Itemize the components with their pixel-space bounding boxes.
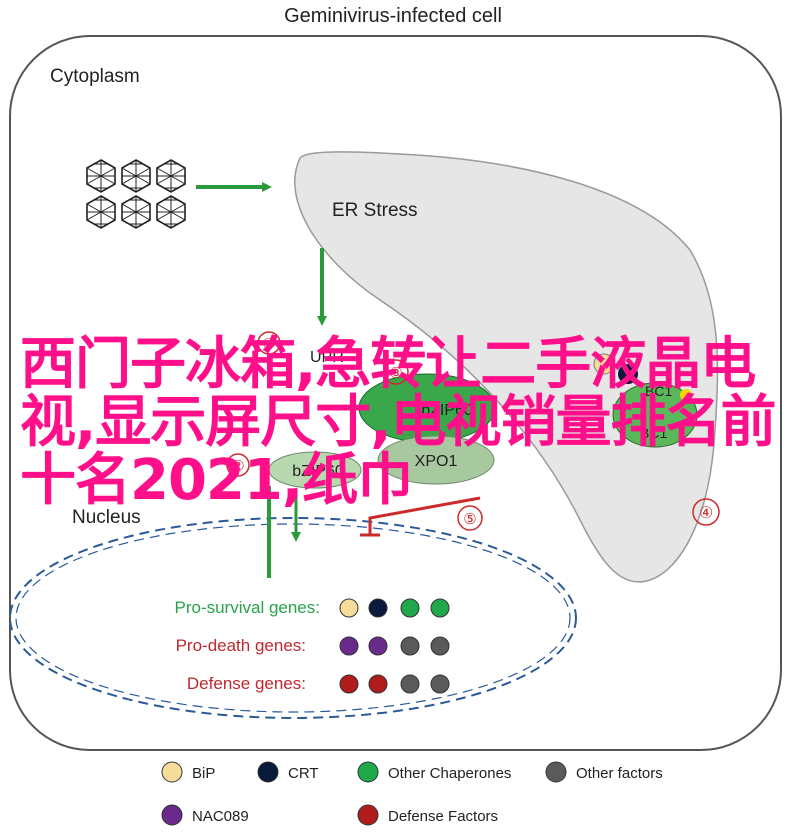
- nuclear-envelope: [9, 517, 577, 719]
- legend-swatch: [545, 761, 567, 783]
- gene-dot: [368, 674, 388, 694]
- er-stress-label: ER Stress: [332, 200, 418, 221]
- gene-group-survival: Pro-survival genes:: [174, 598, 450, 618]
- gene-dot: [430, 598, 450, 618]
- legend-item: Other Chaperones: [357, 761, 511, 783]
- legend-item: Other factors: [545, 761, 663, 783]
- gene-group-death: Pro-death genes:: [176, 636, 450, 656]
- bc1-marker-dot: [680, 389, 692, 401]
- step-5-label: ⑤: [463, 511, 476, 528]
- bc1-label: BC1: [645, 383, 672, 399]
- cytoplasm-label: Cytoplasm: [50, 66, 140, 87]
- step-4-marker: [692, 498, 720, 526]
- step-3-label: ③: [389, 365, 402, 382]
- bip-dot: [593, 353, 615, 375]
- bzip60-top-label: bZIP60: [421, 402, 473, 419]
- step-3-marker: [383, 359, 409, 385]
- gene-dot: [339, 598, 359, 618]
- legend-swatch: [161, 804, 183, 826]
- gene-group-label: Pro-death genes:: [176, 636, 306, 655]
- legend-item: NAC089: [161, 804, 249, 826]
- legend-item: BiP: [161, 761, 215, 783]
- step-1-label: ①: [262, 336, 275, 353]
- gene-dot: [430, 674, 450, 694]
- legend-swatch: [257, 761, 279, 783]
- gene-dot: [339, 674, 359, 694]
- bzip60-label: bZIP60: [292, 463, 344, 480]
- upr-label: UPR: [310, 349, 344, 366]
- step-2-marker: [226, 453, 250, 477]
- nuclear-envelope-inner: [15, 523, 571, 713]
- legend-label: CRT: [288, 765, 319, 782]
- legend-swatch: [161, 761, 183, 783]
- step-5-marker: [457, 505, 483, 531]
- xpo1-protein: [377, 435, 495, 485]
- gene-dot: [400, 598, 420, 618]
- diagram-title: Geminivirus-infected cell: [284, 5, 502, 27]
- gene-group-label: Pro-survival genes:: [174, 598, 320, 617]
- gene-dot: [368, 598, 388, 618]
- legend-swatch: [357, 804, 379, 826]
- nucleus-label: Nucleus: [72, 507, 141, 528]
- legend-swatch: [357, 761, 379, 783]
- gene-dot: [400, 636, 420, 656]
- legend-item: Defense Factors: [357, 804, 498, 826]
- legend-label: NAC089: [192, 808, 249, 825]
- legend-label: BiP: [192, 765, 215, 782]
- gene-dot: [368, 636, 388, 656]
- step-4-label: ④: [699, 505, 713, 522]
- bc1-complex: [612, 382, 698, 448]
- gene-group-defense: Defense genes:: [187, 674, 450, 694]
- gene-dot: [339, 636, 359, 656]
- overlay-watermark-text: 西门子冰箱,急转让二手液晶电视,显示屏尺寸,电视销量排名前十名2021,纸巾: [20, 332, 777, 513]
- legend-label: Defense Factors: [388, 808, 498, 825]
- legend: BiP CRT Other Chaperones Other factors N…: [161, 761, 663, 826]
- bc1-low-label: BC1: [640, 425, 667, 441]
- legend-label: Other Chaperones: [388, 765, 511, 782]
- gene-dot: [430, 636, 450, 656]
- legend-item: CRT: [257, 761, 319, 783]
- inhibition-line: [368, 496, 481, 535]
- bzip60-protein: [268, 451, 362, 489]
- er-organelle: [294, 151, 719, 583]
- step-1-marker: [257, 331, 281, 355]
- crt-dot: [618, 364, 638, 384]
- xpo1-label: XPO1: [415, 453, 458, 470]
- gene-dot: [400, 674, 420, 694]
- step-2-label: ②: [231, 458, 244, 475]
- legend-label: Other factors: [576, 765, 663, 782]
- gene-group-label: Defense genes:: [187, 674, 306, 693]
